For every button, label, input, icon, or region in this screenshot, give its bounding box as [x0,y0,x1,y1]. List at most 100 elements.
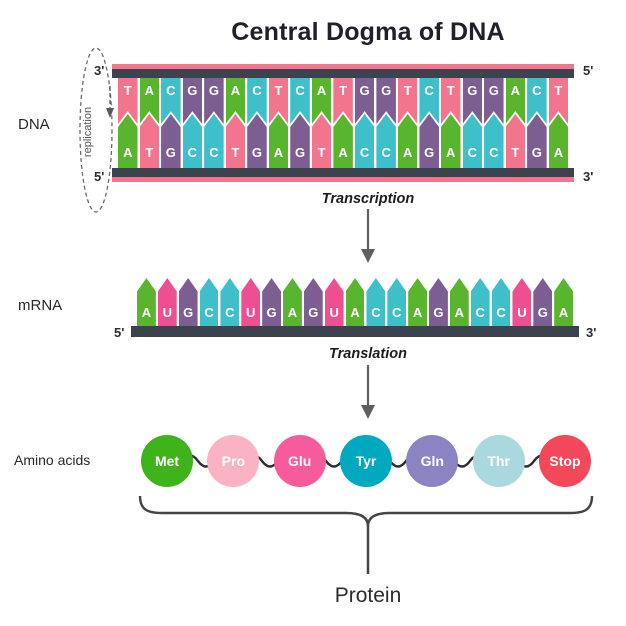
base-letter: T [403,83,412,98]
base-g: G [429,278,448,326]
amino-acids-label: Amino acids [14,452,91,468]
dna-top-right-prime-label: 5' [583,63,594,78]
replication-cycle-ellipse: replication [79,47,114,213]
amino-acid-pro: Pro [207,435,260,487]
base-c: C [527,78,547,124]
base-letter: C [204,305,214,320]
base-a: A [449,278,469,326]
base-t: T [225,114,246,168]
base-g: G [290,114,310,168]
base-g: G [462,78,483,124]
translation-label: Translation [329,346,407,362]
base-letter: T [123,83,132,98]
dna-backbone-top [112,64,574,78]
amino-acid-met: Met [141,435,193,487]
base-letter: A [350,305,360,320]
base-letter: T [446,83,455,98]
base-letter: A [141,305,152,320]
replication-ellipse-outline [79,47,113,213]
base-letter: G [187,83,198,98]
base-c: C [419,78,439,124]
base-c: C [387,278,407,326]
base-g: G [303,278,323,326]
base-c: C [354,114,375,168]
base-g: G [376,78,396,124]
base-c: C [484,114,504,168]
base-letter: A [316,83,327,98]
translation-arrow-icon [361,365,375,419]
base-letter: C [252,83,262,98]
base-a: A [118,114,138,168]
base-c: C [220,278,240,326]
protein-brace [138,495,594,574]
base-letter: C [475,305,485,320]
base-g: G [161,114,181,168]
base-t: T [139,114,160,168]
base-letter: A [446,145,456,160]
base-c: C [247,78,267,124]
base-u: U [512,278,532,326]
base-letter: G [266,305,277,320]
base-c: C [161,78,181,124]
base-letter: T [554,83,563,98]
mrna-right-prime-label: 3' [586,325,597,340]
base-letter: G [537,305,548,320]
base-letter: G [165,145,176,160]
base-letter: T [317,145,326,160]
base-c: C [204,114,224,168]
base-a: A [283,278,302,326]
base-t: T [118,78,138,124]
base-c: C [376,114,396,168]
base-g: G [262,278,282,326]
base-letter: G [531,145,542,160]
base-a: A [139,78,160,124]
base-a: A [311,78,332,124]
base-letter: G [424,145,435,160]
base-letter: C [381,145,391,160]
base-letter: U [329,305,339,320]
base-letter: G [359,83,370,98]
base-letter: T [511,145,520,160]
base-c: C [290,78,310,124]
base-a: A [345,278,365,326]
amino-acid-glu: Glu [273,435,326,487]
transcription-arrow-icon [361,209,375,263]
base-t: T [397,78,418,124]
diagram-title: Central Dogma of DNA [231,18,505,46]
base-u: U [324,278,344,326]
base-letter: T [231,145,240,160]
base-a: A [268,114,289,168]
base-letter: U [517,305,527,320]
base-letter: T [145,145,154,160]
base-letter: G [251,145,263,160]
base-a: A [333,114,353,168]
base-letter: C [467,145,477,160]
amino-acid-stop: Stop [538,435,591,487]
base-g: G [419,114,439,168]
base-a: A [505,78,526,124]
base-u: U [157,278,177,326]
base-c: C [491,278,511,326]
mrna-left-prime-label: 5' [114,325,125,340]
base-g: G [484,78,504,124]
base-t: T [440,78,461,124]
amino-acid-tyr: Tyr [339,435,392,487]
base-t: T [333,78,353,124]
base-letter: C [392,305,402,320]
base-letter: C [532,83,542,98]
base-letter: G [208,83,219,98]
base-t: T [311,114,332,168]
base-t: T [548,78,569,124]
base-letter: G [467,83,478,98]
base-letter: C [371,305,381,320]
base-letter: C [187,145,198,160]
base-c: C [462,114,483,168]
base-a: A [137,278,156,326]
base-c: C [366,278,386,326]
base-letter: A [412,305,423,320]
base-g: G [354,78,375,124]
base-letter: A [144,83,154,98]
base-letter: A [273,145,284,160]
base-letter: U [246,305,256,320]
amino-acid-thr: Thr [472,435,525,487]
